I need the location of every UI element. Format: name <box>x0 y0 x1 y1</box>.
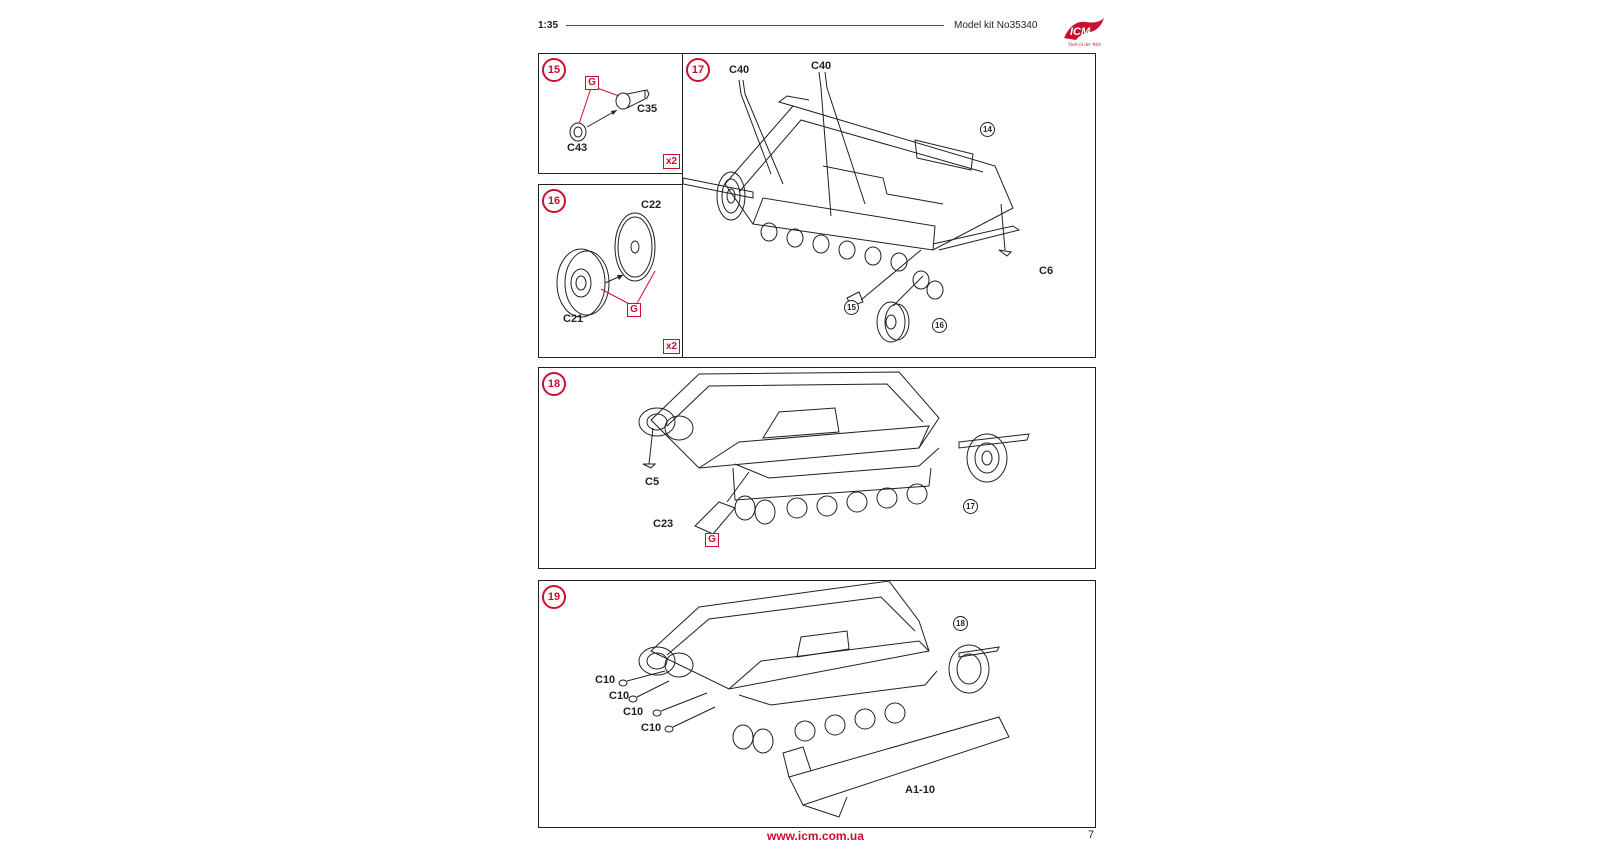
header-rule <box>566 25 944 26</box>
step-17-drawing <box>682 71 1021 343</box>
step-reference-15: 15 <box>844 300 859 315</box>
quantity-badge: x2 <box>663 154 681 169</box>
glue-marker-g: G <box>627 303 641 317</box>
part-label-c40: C40 <box>811 60 832 72</box>
part-label-c22: C22 <box>641 199 662 211</box>
part-label-c10: C10 <box>609 690 630 702</box>
part-label-c40: C40 <box>729 64 750 76</box>
part-label-c21: C21 <box>563 313 584 325</box>
scale-label: 1:35 <box>538 20 559 31</box>
step-16-number: 16 <box>542 189 566 213</box>
part-label-a1-10: A1-10 <box>905 784 935 796</box>
step-reference-17: 17 <box>963 499 978 514</box>
kit-number: Model kit No35340 <box>954 20 1038 31</box>
part-label-c10: C10 <box>595 674 616 686</box>
step-16-drawing <box>556 212 656 318</box>
part-label-c35: C35 <box>637 103 658 115</box>
glue-marker-g: G <box>585 76 599 90</box>
part-label-c6: C6 <box>1039 265 1054 277</box>
step-18-panel: 18 <box>538 367 1096 569</box>
part-label-c10: C10 <box>623 706 644 718</box>
svg-text:Viele in der Welt: Viele in der Welt <box>1068 43 1102 48</box>
part-label-c5: C5 <box>645 476 660 488</box>
step-19-panel: 19 <box>538 580 1096 828</box>
svg-text:ICM: ICM <box>1070 26 1091 38</box>
part-label-c10: C10 <box>641 722 662 734</box>
step-18-drawing <box>638 371 1030 535</box>
step-15-panel: 15 G C35 C43 x2 <box>538 53 684 174</box>
icm-logo: ICM Viele in der Welt <box>1062 16 1106 48</box>
footer-website-link[interactable]: www.icm.com.ua <box>767 829 864 843</box>
part-label-c43: C43 <box>567 142 588 154</box>
step-15-drawing <box>569 87 650 142</box>
step-17-panel: 17 <box>682 53 1096 358</box>
step-17-number: 17 <box>686 58 710 82</box>
step-reference-14: 14 <box>980 122 995 137</box>
step-16-panel: 16 C22 G C21 x2 <box>538 184 684 358</box>
page-number: 7 <box>1088 829 1095 841</box>
step-19-number: 19 <box>542 585 566 609</box>
quantity-badge: x2 <box>663 339 681 354</box>
glue-marker-g: G <box>705 533 719 547</box>
step-19-drawing <box>618 580 1010 818</box>
step-18-number: 18 <box>542 372 566 396</box>
step-reference-16: 16 <box>932 318 947 333</box>
step-15-number: 15 <box>542 58 566 82</box>
part-label-c23: C23 <box>653 518 674 530</box>
step-reference-18: 18 <box>953 616 968 631</box>
